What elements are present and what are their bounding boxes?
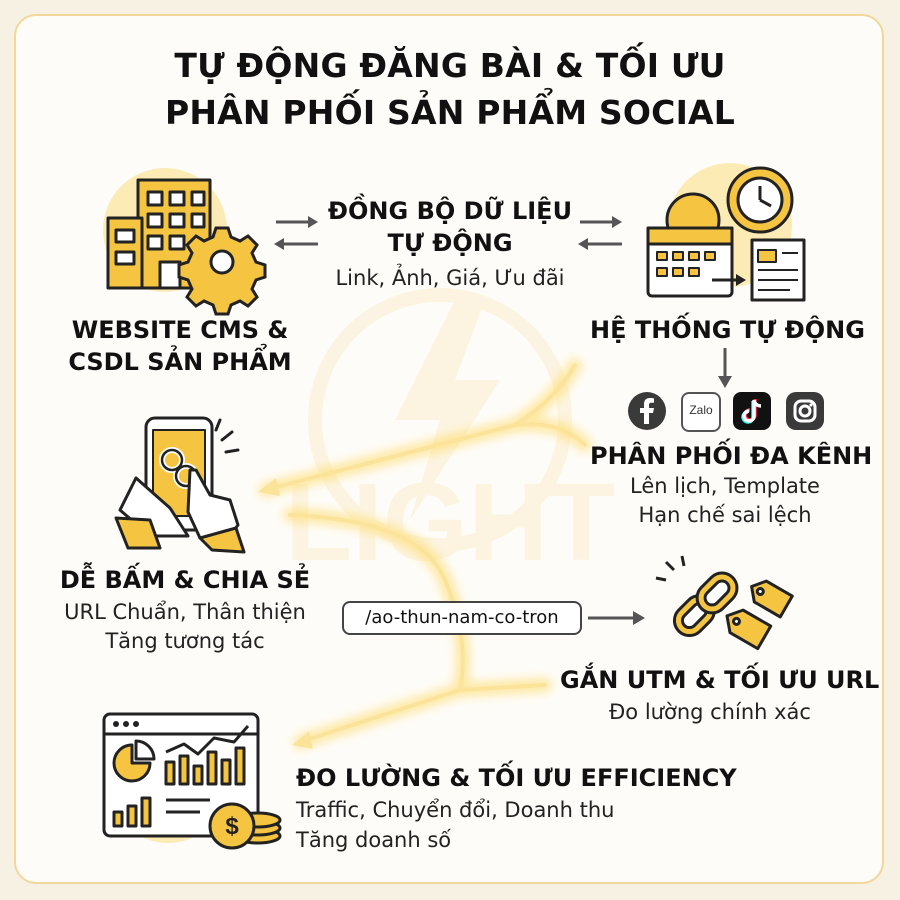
system-bg-circle (668, 163, 792, 287)
share-heading: DỄ BẤM & CHIA SẺ (59, 566, 311, 594)
website-bg-circle (103, 168, 227, 292)
zalo-label: Zalo (689, 403, 713, 417)
share-line-2: Tăng tương tác (105, 629, 265, 653)
dashboard-bg-circle (108, 723, 228, 843)
flow-path (258, 358, 592, 749)
share-line-1: URL Chuẩn, Thân thiện (64, 600, 306, 624)
distribution-line-2: Hạn chế sai lệch (638, 503, 812, 527)
website-heading-line-2: CSDL SẢN PHẨM (68, 348, 292, 376)
sync-heading-line-1: ĐỒNG BỘ DỮ LIỆU (327, 197, 573, 225)
utm-subtitle: Đo lường chính xác (609, 700, 811, 724)
distribution-line-1: Lên lịch, Template (630, 474, 820, 498)
measure-line-2: Tăng doanh số (296, 828, 452, 852)
zalo-icon[interactable]: Zalo (681, 392, 721, 432)
measure-heading: ĐO LƯỜNG & TỐI ƯU EFFICIENCY (296, 764, 737, 792)
title-line-2: PHÂN PHỐI SẢN PHẨM SOCIAL (164, 93, 736, 132)
url-slug-example: /ao-thun-nam-co-tron (342, 601, 582, 635)
distribution-heading: PHÂN PHỐI ĐA KÊNH (590, 442, 873, 470)
sync-subtitle: Link, Ảnh, Giá, Ưu đãi (335, 266, 565, 290)
measure-line-1: Traffic, Chuyển đổi, Doanh thu (296, 798, 615, 822)
website-heading-line-1: WEBSITE CMS & (71, 316, 289, 344)
utm-heading: GẮN UTM & TỐI ƯU URL (560, 666, 880, 694)
tiktok-icon[interactable] (733, 392, 771, 430)
system-heading: HỆ THỐNG TỰ ĐỘNG (590, 316, 865, 344)
instagram-icon[interactable] (786, 392, 824, 430)
sync-heading-line-2: TỰ ĐỘNG (387, 229, 513, 257)
facebook-icon[interactable] (628, 392, 666, 430)
title-line-1: TỰ ĐỘNG ĐĂNG BÀI & TỐI ƯU (174, 46, 726, 85)
